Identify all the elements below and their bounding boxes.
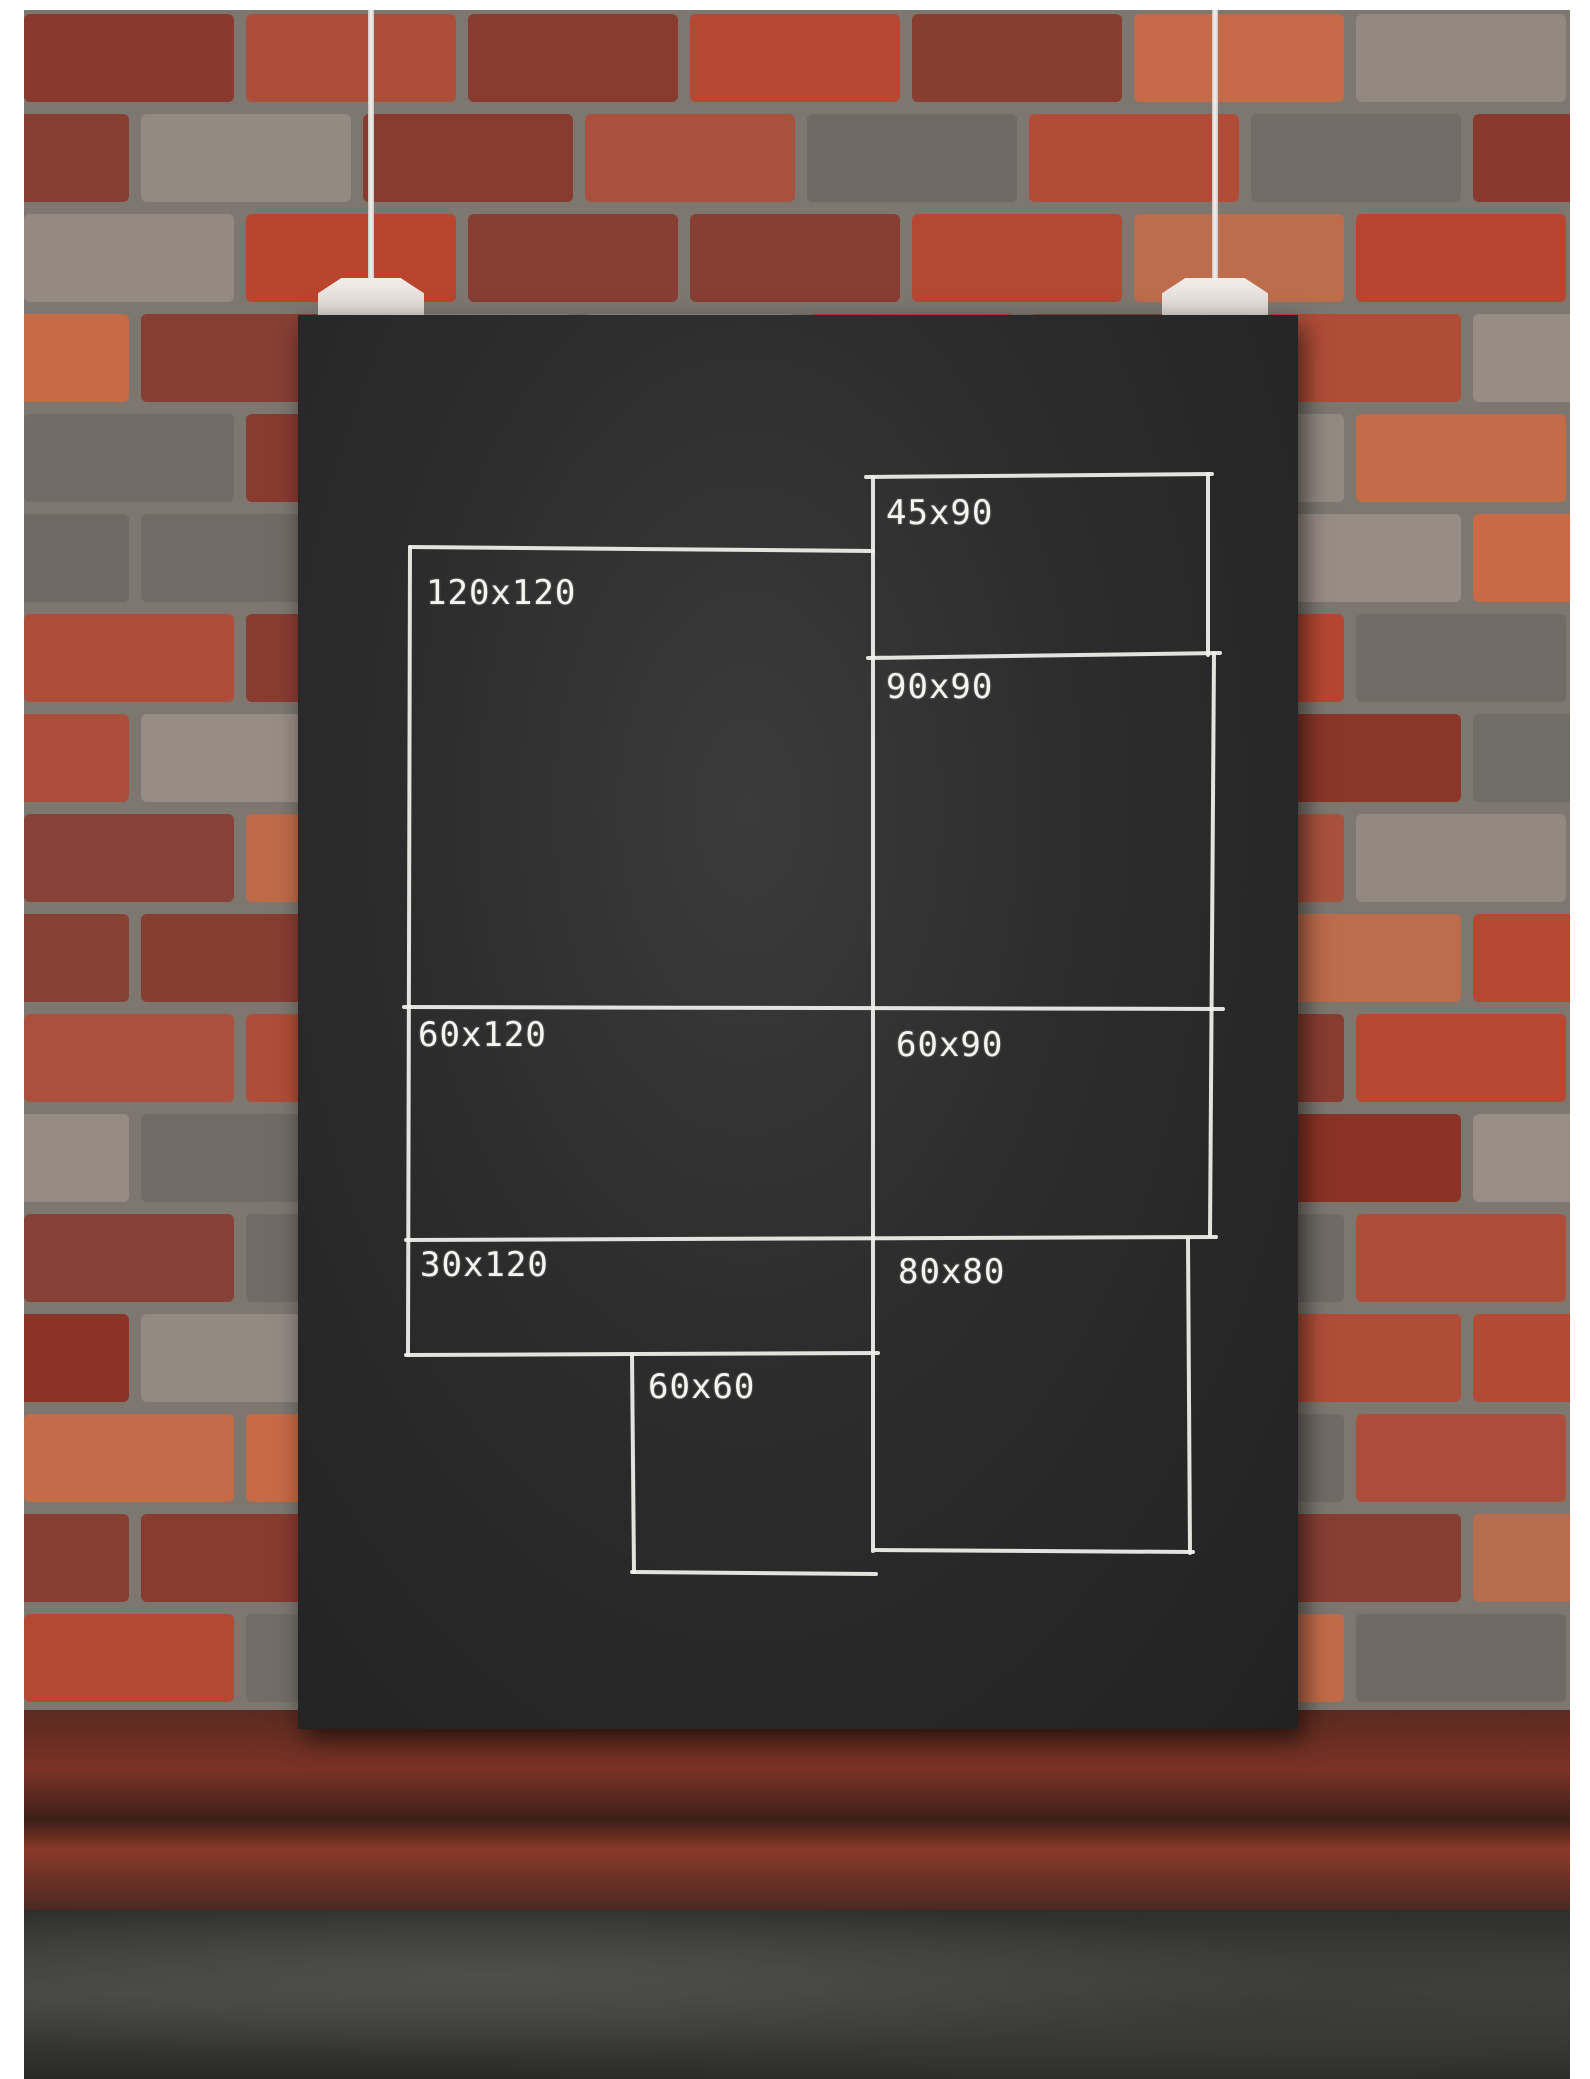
- brick: [141, 114, 351, 202]
- brick: [24, 714, 129, 802]
- brick: [1473, 514, 1570, 602]
- brick: [1356, 1214, 1566, 1302]
- brick: [1251, 114, 1461, 202]
- brick: [1356, 414, 1566, 502]
- hanging-string-left: [368, 10, 374, 290]
- brick: [1356, 214, 1566, 302]
- brick: [1356, 814, 1566, 902]
- brick: [24, 414, 234, 502]
- brick: [1029, 114, 1239, 202]
- brick: [1473, 714, 1570, 802]
- brick: [1473, 1514, 1570, 1602]
- brick: [912, 14, 1122, 102]
- brick-ledge: [24, 1710, 1570, 1910]
- chalkboard-poster: 120x120 45x90 90x90 60x120 60x90 30x120 …: [298, 315, 1298, 1729]
- poster-clip-right: [1162, 278, 1268, 316]
- brick: [807, 114, 1017, 202]
- frame-label-90x90: 90x90: [886, 667, 993, 707]
- brick: [1356, 1014, 1566, 1102]
- brick: [24, 1414, 234, 1502]
- brick: [24, 1114, 129, 1202]
- brick: [1473, 1114, 1570, 1202]
- frame-label-30x120: 30x120: [420, 1245, 549, 1285]
- brick: [468, 214, 678, 302]
- brick: [1356, 614, 1566, 702]
- brick: [1356, 14, 1566, 102]
- brick: [1356, 1414, 1566, 1502]
- concrete-floor: [24, 1910, 1570, 2079]
- frame-label-60x120: 60x120: [418, 1015, 547, 1055]
- brick: [1134, 14, 1344, 102]
- poster-clip-left: [318, 278, 424, 316]
- scene: 120x120 45x90 90x90 60x120 60x90 30x120 …: [24, 10, 1570, 2079]
- brick: [1356, 1614, 1566, 1702]
- brick: [912, 214, 1122, 302]
- brick: [246, 14, 456, 102]
- brick: [24, 1214, 234, 1302]
- brick: [690, 214, 900, 302]
- brick: [24, 614, 234, 702]
- brick: [1473, 1314, 1570, 1402]
- frame-label-120x120: 120x120: [426, 573, 576, 613]
- brick: [24, 14, 234, 102]
- brick: [24, 1014, 234, 1102]
- brick: [24, 1314, 129, 1402]
- brick: [24, 214, 234, 302]
- brick: [1473, 114, 1570, 202]
- brick: [468, 14, 678, 102]
- frame-label-60x60: 60x60: [648, 1367, 755, 1407]
- brick: [24, 814, 234, 902]
- brick: [363, 114, 573, 202]
- brick: [24, 114, 129, 202]
- brick: [1473, 914, 1570, 1002]
- hanging-string-right: [1212, 10, 1218, 290]
- frame-label-80x80: 80x80: [898, 1252, 1005, 1292]
- brick: [24, 1514, 129, 1602]
- frame-label-60x90: 60x90: [896, 1025, 1003, 1065]
- brick: [24, 314, 129, 402]
- brick: [585, 114, 795, 202]
- brick: [24, 914, 129, 1002]
- brick: [24, 1614, 234, 1702]
- frame-label-45x90: 45x90: [886, 493, 993, 533]
- brick: [1473, 314, 1570, 402]
- brick: [690, 14, 900, 102]
- brick: [24, 514, 129, 602]
